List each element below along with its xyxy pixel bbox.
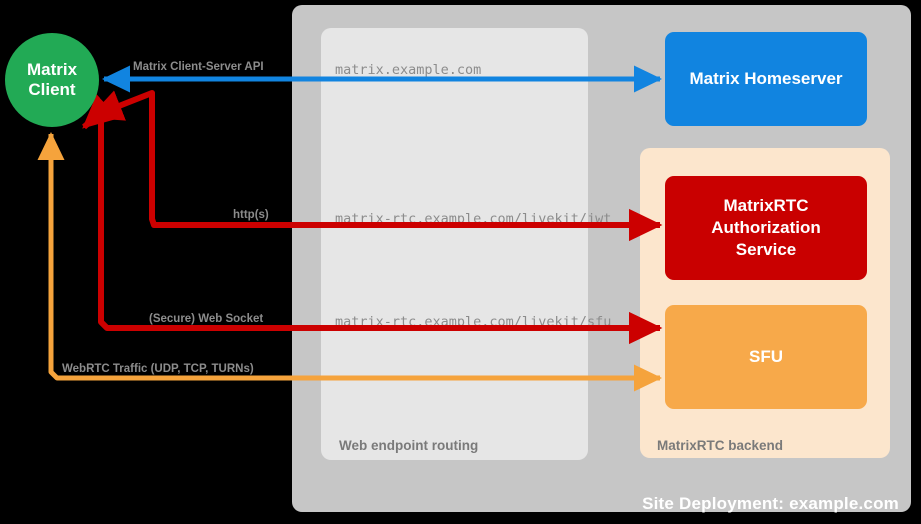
sfu-label: SFU: [749, 347, 783, 366]
auth-service-label-line2: Authorization: [711, 217, 821, 237]
endpoint-route-sfu: matrix-rtc.example.com/livekit/sfu: [335, 314, 612, 330]
auth-service-label-line3: Service: [735, 240, 797, 260]
node-matrix-homeserver[interactable]: Matrix Homeserver: [665, 32, 867, 126]
web-endpoint-routing-label: Web endpoint routing: [339, 438, 479, 453]
matrix-client-label-line2: Client: [28, 80, 76, 99]
connection-label-https: http(s): [233, 209, 269, 221]
matrix-homeserver-label: Matrix Homeserver: [689, 69, 843, 88]
endpoint-route-matrix: matrix.example.com: [335, 62, 482, 78]
site-deployment-label: Site Deployment: example.com: [642, 494, 899, 513]
connection-label-csapi: Matrix Client-Server API: [133, 61, 264, 73]
node-matrix-client[interactable]: Matrix Client: [5, 33, 99, 127]
matrix-client-label-line1: Matrix: [26, 59, 78, 79]
node-sfu[interactable]: SFU: [665, 305, 867, 409]
matrixrtc-backend-label: MatrixRTC backend: [657, 438, 784, 453]
web-endpoint-routing-container: [321, 28, 588, 460]
connection-label-webrtc: WebRTC Traffic (UDP, TCP, TURNs): [62, 363, 254, 375]
node-matrixrtc-authorization-service[interactable]: MatrixRTC Authorization Service: [665, 176, 867, 280]
connection-label-websocket: (Secure) Web Socket: [149, 313, 264, 325]
endpoint-route-jwt: matrix-rtc.example.com/livekit/jwt: [335, 211, 612, 227]
auth-service-label-line1: MatrixRTC: [723, 195, 809, 215]
